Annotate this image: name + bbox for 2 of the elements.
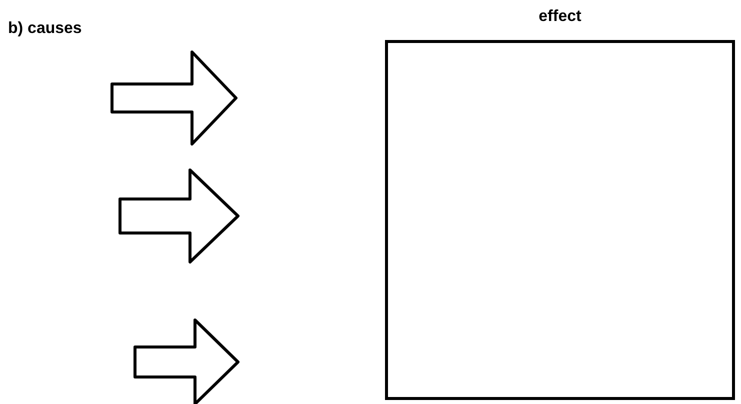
- label-text: b) causes: [8, 20, 82, 38]
- box-heading: effect: [538, 8, 582, 26]
